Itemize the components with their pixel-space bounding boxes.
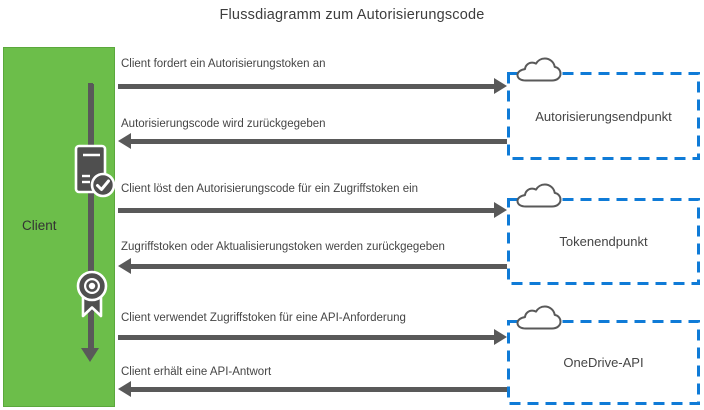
flow-arrow-left: [130, 139, 507, 144]
cloud-icon: [516, 305, 562, 330]
arrow-left-head-icon: [118, 258, 131, 274]
flow-label: Client fordert ein Autorisierungstoken a…: [121, 58, 326, 70]
flow-arrow-left: [130, 264, 507, 269]
arrow-left-head-icon: [118, 133, 131, 149]
flow-label: Client verwendet Zugriffstoken für eine …: [121, 312, 406, 324]
flow-label: Autorisierungscode wird zurückgegeben: [121, 118, 326, 130]
client-lifeline-line: [88, 83, 93, 349]
dashed-border: [507, 320, 700, 405]
cloud-icon: [516, 183, 562, 208]
flow-arrow-left: [130, 387, 507, 392]
server-checkmark-icon: [74, 144, 116, 198]
endpoint-box-autorisierungsendpunkt: Autorisierungsendpunkt: [507, 57, 700, 160]
client-lifeline-arrowhead: [81, 348, 99, 362]
arrow-right-head-icon: [494, 329, 507, 345]
endpoint-label: Tokenendpunkt: [559, 234, 648, 249]
arrow-right-head-icon: [494, 202, 507, 218]
diagram-title: Flussdiagramm zum Autorisierungscode: [219, 7, 485, 23]
dashed-border: [507, 72, 700, 160]
arrow-left-head-icon: [118, 381, 131, 397]
cloud-icon: [516, 57, 562, 82]
endpoint-label: Autorisierungsendpunkt: [535, 108, 672, 124]
flow-arrow-right: [118, 208, 495, 213]
award-ribbon-icon: [76, 270, 108, 318]
endpoint-box-tokenendpunkt: Tokenendpunkt: [507, 183, 700, 285]
flow-label: Zugriffstoken oder Aktualisierungstoken …: [121, 241, 445, 253]
endpoint-box-onedrive-api: OneDrive-API: [507, 305, 700, 405]
endpoint-label: OneDrive-API: [563, 355, 644, 370]
flow-label: Client löst den Autorisierungscode für e…: [121, 183, 419, 195]
flow-arrow-right: [118, 84, 495, 89]
flow-arrow-right: [118, 335, 495, 340]
arrow-right-head-icon: [494, 78, 507, 94]
flow-label: Client erhält eine API-Antwort: [121, 366, 272, 378]
dashed-border: [507, 198, 700, 285]
client-label: Client: [22, 218, 57, 233]
